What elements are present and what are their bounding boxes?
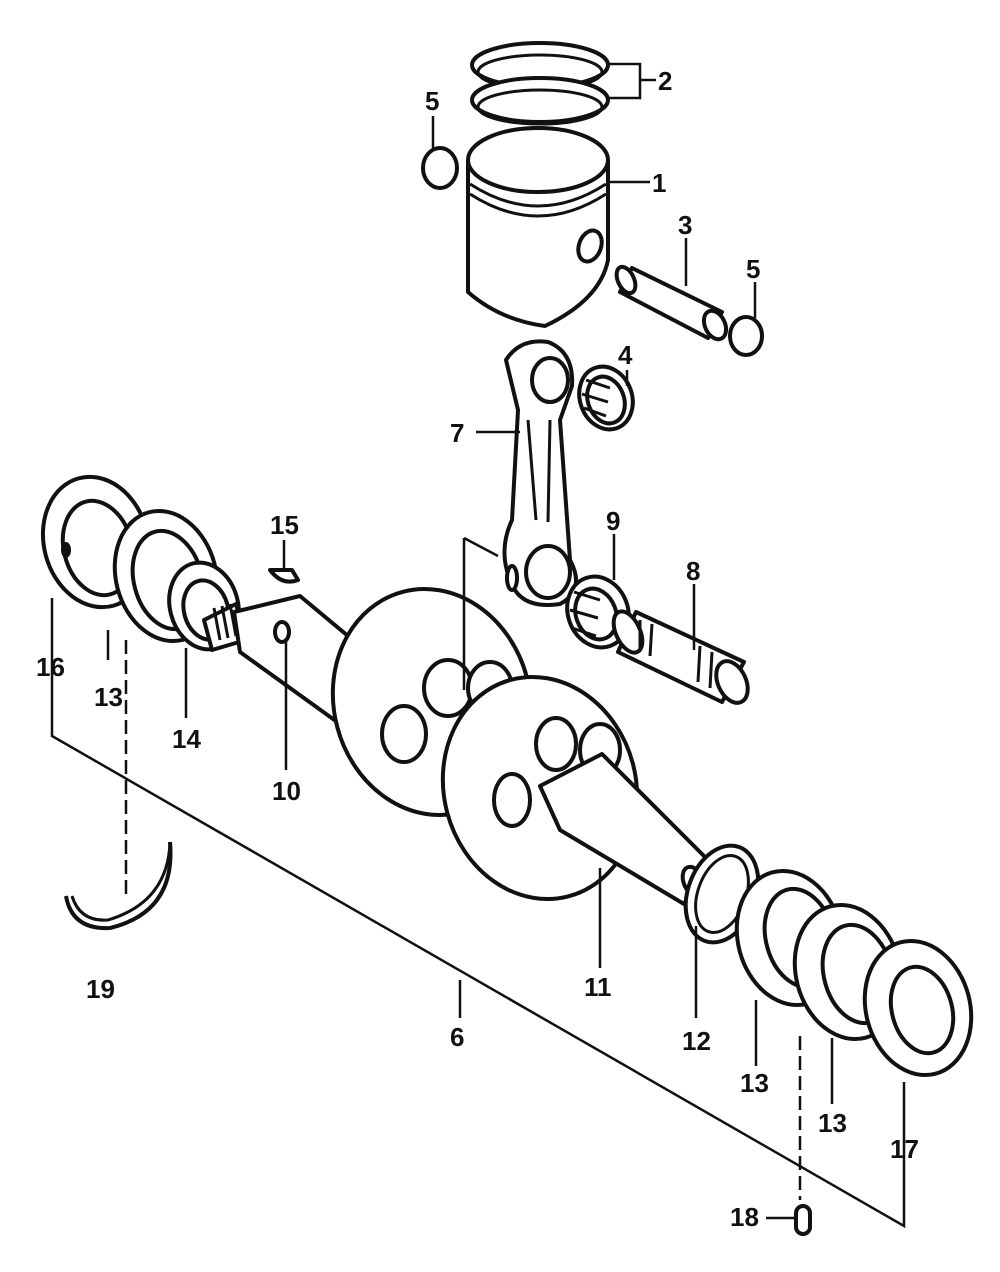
- callout-18: 18: [730, 1202, 759, 1232]
- dowel-pin: [794, 1204, 812, 1236]
- callout-7: 7: [450, 418, 464, 448]
- callout-10: 10: [272, 776, 301, 806]
- woodruff-key: [268, 568, 300, 584]
- crank-pin: [611, 609, 750, 705]
- piston-rings: [470, 41, 610, 126]
- circlip-left: [421, 146, 459, 190]
- callout-8: 8: [686, 556, 700, 586]
- callout-5-right: 5: [746, 254, 760, 284]
- callout-6: 6: [450, 1022, 464, 1052]
- callout-12: 12: [682, 1026, 711, 1056]
- callout-3: 3: [678, 210, 692, 240]
- callout-4: 4: [618, 340, 633, 370]
- callout-9: 9: [606, 506, 620, 536]
- callout-13-left: 13: [94, 682, 123, 712]
- crankshaft: [202, 587, 712, 906]
- callout-14: 14: [172, 724, 201, 754]
- callout-11: 11: [584, 972, 612, 1002]
- callout-13-right-outer: 13: [740, 1068, 769, 1098]
- piston: [466, 126, 610, 328]
- callout-13-right-inner: 13: [818, 1108, 847, 1138]
- callout-2: 2: [658, 66, 672, 96]
- bearing-circlip: [64, 841, 173, 931]
- callout-19: 19: [86, 974, 115, 1004]
- small-end-bearing: [577, 364, 635, 432]
- callout-1: 1: [652, 168, 666, 198]
- callout-17: 17: [890, 1134, 919, 1164]
- connecting-rod: [502, 339, 579, 607]
- big-end-bearing: [565, 574, 631, 650]
- callout-15: 15: [270, 510, 299, 540]
- oil-seal-right: [862, 938, 974, 1078]
- callout-5-left: 5: [425, 86, 439, 116]
- callout-16: 16: [36, 652, 65, 682]
- leader-lines: [50, 62, 906, 1229]
- piston-pin: [614, 264, 729, 342]
- circlip-right: [728, 315, 764, 357]
